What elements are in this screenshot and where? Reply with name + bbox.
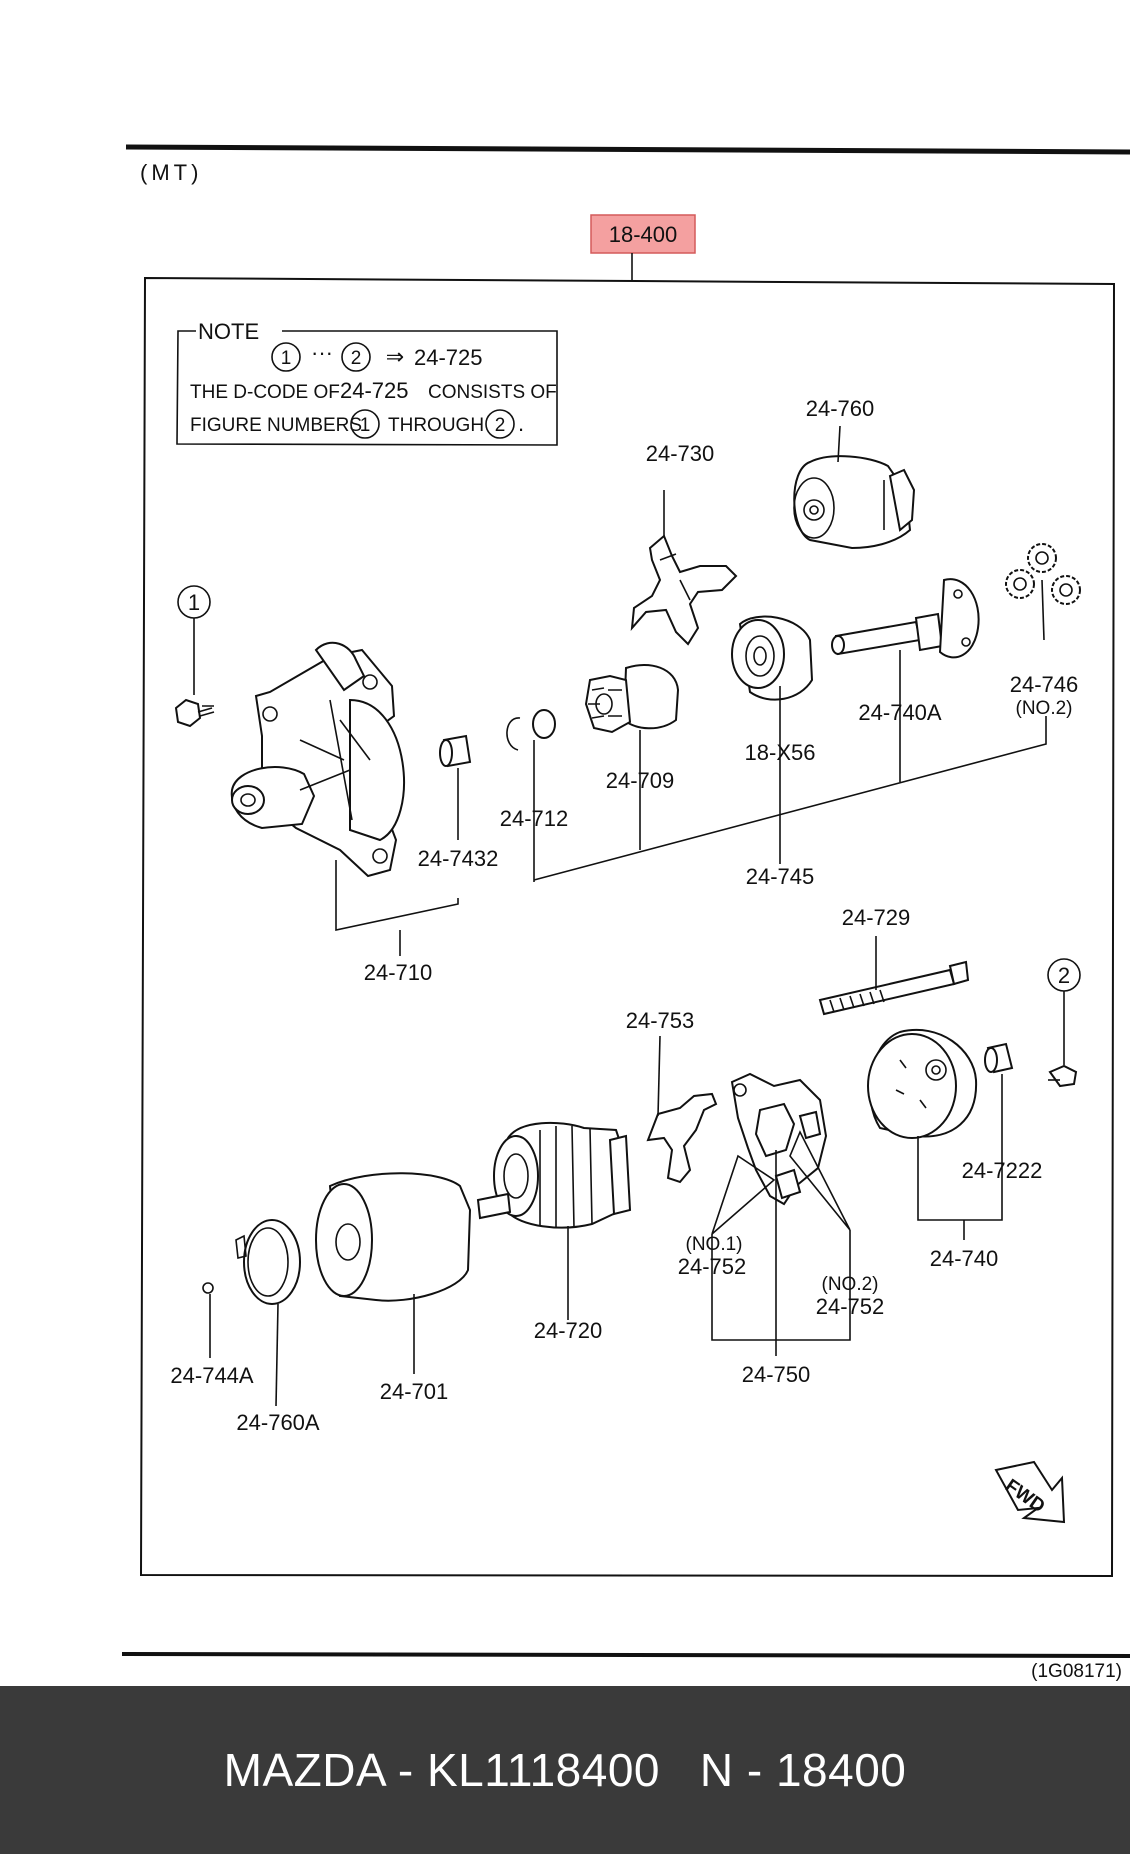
note-range-from: 1 [281, 348, 292, 369]
note-line3-a: FIGURE NUMBERS [190, 415, 362, 436]
assembly-callout-label: 18-400 [609, 222, 678, 247]
figure-marker-2: 2 [1047, 958, 1081, 1065]
bottom-rule [121, 1652, 1130, 1658]
snap-ring-part [506, 709, 556, 751]
note-range-code: 24-725 [414, 345, 483, 370]
yoke-part [315, 1172, 472, 1302]
label-24-760: 24-760 [806, 396, 875, 421]
note-line3-mid: THROUGH [388, 415, 484, 436]
label-18-X56: 18-X56 [745, 740, 816, 765]
note-title: NOTE [198, 319, 259, 344]
label-24-746: 24-746 [1010, 672, 1079, 697]
note-range-to: 2 [351, 348, 362, 369]
label-24-745: 24-745 [746, 864, 815, 889]
note-line2-a: THE D-CODE OF [190, 382, 340, 403]
pinion-clutch-part [584, 664, 680, 734]
diagram-frame [139, 276, 1116, 1578]
note-range-arrow: ⇒ [386, 344, 404, 369]
bolt-part [174, 698, 215, 728]
label-24-709: 24-709 [606, 768, 675, 793]
diagram-code: (1G08171) [1031, 1661, 1122, 1682]
label-24-752-no1-sub: (NO.1) [686, 1234, 743, 1255]
screw-part [1048, 1064, 1078, 1088]
armature-part [476, 1121, 632, 1229]
gear-shaft-part [831, 578, 980, 659]
part-labels: 24-760 24-730 24-746 (NO.2) 24-740A 18-X… [170, 396, 1078, 1435]
shift-lever-part [630, 534, 738, 646]
note-line3-from: 1 [360, 415, 371, 436]
svg-text:.: . [518, 411, 524, 436]
label-24-744A: 24-744A [170, 1363, 254, 1388]
label-24-701: 24-701 [380, 1379, 449, 1404]
footer-text: MAZDA - KL1118400 N - 18400 [223, 1744, 907, 1796]
label-24-7222: 24-7222 [962, 1158, 1043, 1183]
label-24-760A: 24-760A [236, 1410, 320, 1435]
bushing-part [439, 734, 472, 768]
label-24-740: 24-740 [930, 1246, 999, 1271]
label-24-740A: 24-740A [858, 700, 942, 725]
svg-text:···: ··· [311, 340, 333, 365]
label-24-729: 24-729 [842, 905, 911, 930]
note-line3-to: 2 [495, 415, 506, 436]
note-line2-b: CONSISTS OF [428, 382, 557, 403]
planetary-gears-part [1005, 543, 1081, 605]
fwd-arrow-icon: FWD [994, 1460, 1066, 1524]
seal-ring-part [235, 1219, 301, 1305]
solenoid-part [793, 455, 916, 550]
label-24-7432: 24-7432 [418, 846, 499, 871]
note-box: NOTE 1 ··· 2 ⇒ 24-725 THE D-CODE OF 24-7… [176, 319, 558, 446]
label-24-730: 24-730 [646, 441, 715, 466]
svg-text:2: 2 [1058, 963, 1070, 988]
label-24-746-sub: (NO.2) [1016, 698, 1073, 719]
note-line2-code: 24-725 [340, 378, 409, 403]
brush-holder-part [730, 1072, 828, 1206]
svg-text:1: 1 [188, 590, 200, 615]
label-24-753: 24-753 [626, 1008, 695, 1033]
through-bolt-part [818, 960, 970, 1016]
footer-bar: MAZDA - KL1118400 N - 18400 [0, 1686, 1130, 1854]
label-24-752-no2: 24-752 [816, 1294, 885, 1319]
steel-ball-part [202, 1282, 214, 1294]
end-cover-part [867, 1029, 978, 1139]
top-rule [125, 144, 1130, 155]
label-24-712: 24-712 [500, 806, 569, 831]
label-24-752-no1: 24-752 [678, 1254, 747, 1279]
bearing-part [731, 615, 814, 701]
label-24-720: 24-720 [534, 1318, 603, 1343]
brush-spring-part [646, 1092, 718, 1184]
assembly-callout[interactable]: 18-400 [590, 214, 696, 254]
label-24-750: 24-750 [742, 1362, 811, 1387]
leader-lines [209, 425, 1047, 1407]
drive-housing-part [230, 641, 405, 878]
end-bushing-part [984, 1042, 1014, 1074]
label-24-710: 24-710 [364, 960, 433, 985]
parts-diagram: (MT) 18-400 NOTE 1 ··· 2 ⇒ 24-725 THE D-… [121, 144, 1130, 1682]
label-24-752-no2-sub: (NO.2) [822, 1274, 879, 1295]
variant-label: (MT) [140, 160, 202, 185]
figure-marker-1: 1 [177, 585, 211, 695]
